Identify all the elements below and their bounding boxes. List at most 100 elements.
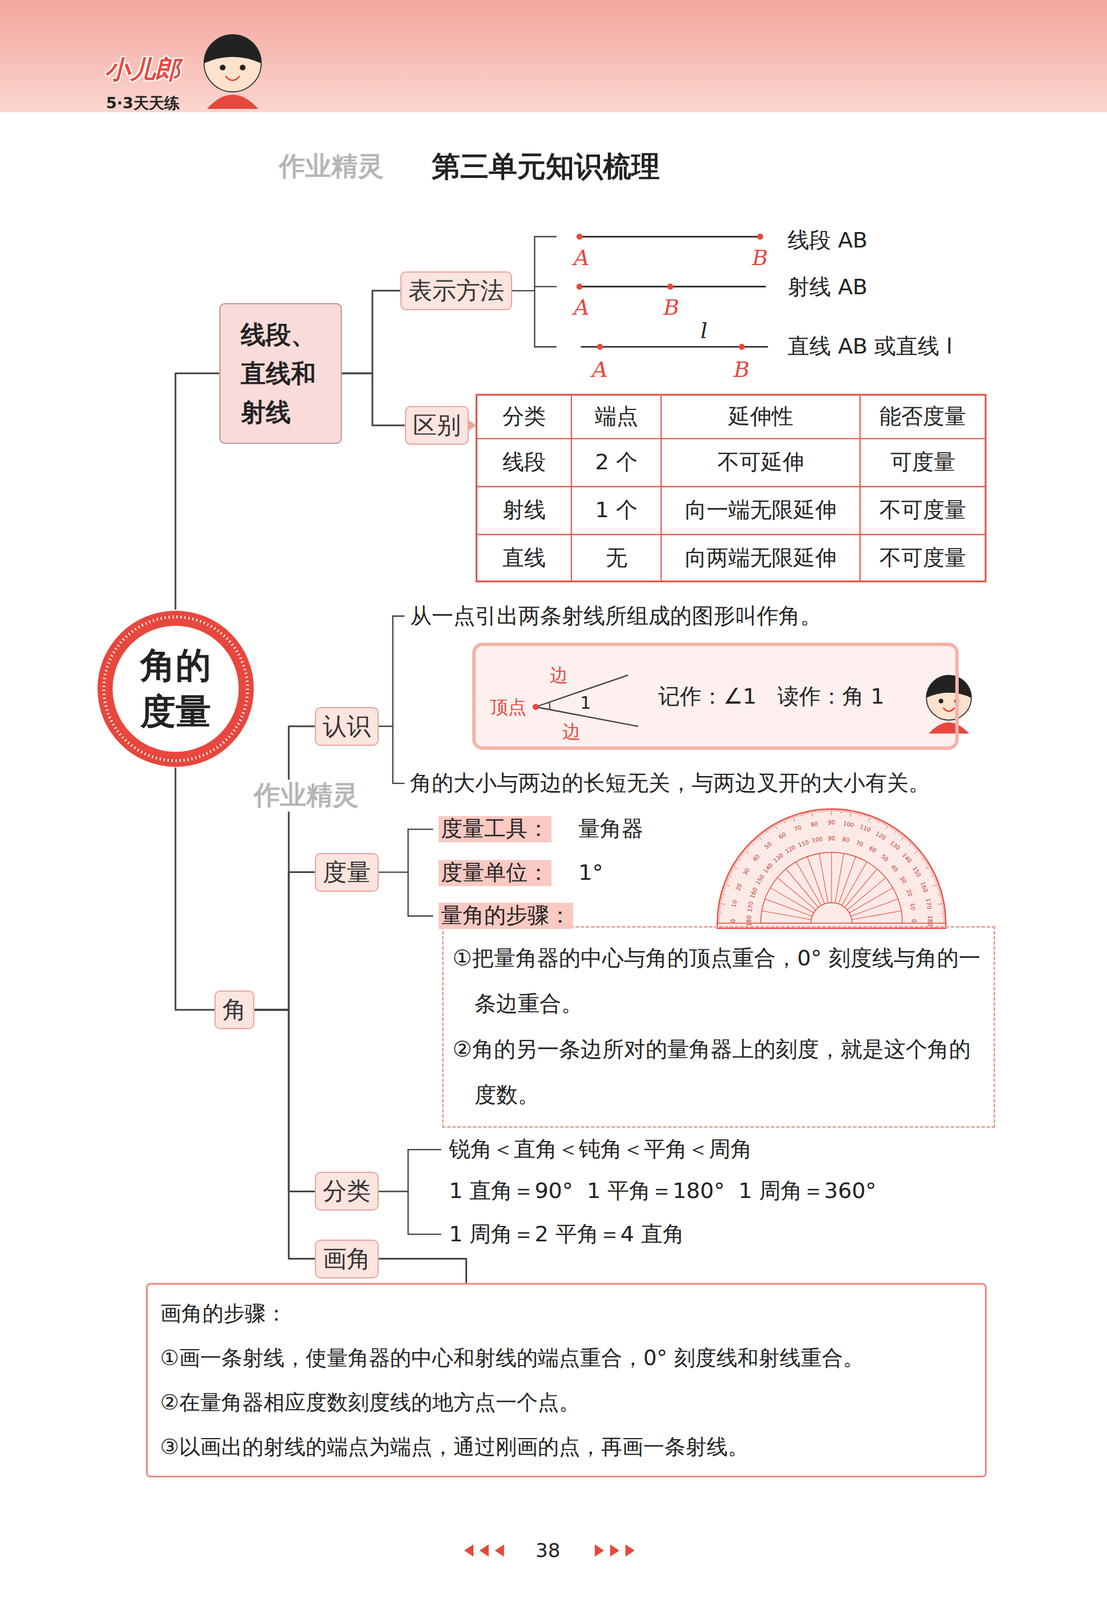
table-rule bbox=[859, 394, 861, 582]
branch-tag: 区别 bbox=[404, 406, 469, 445]
circle-shape bbox=[96, 609, 255, 768]
kid-icon bbox=[204, 34, 262, 109]
figure-caption: 射线 AB bbox=[787, 274, 868, 302]
table-frame bbox=[476, 394, 986, 582]
tree-connector bbox=[341, 373, 405, 426]
leader-line bbox=[392, 616, 394, 784]
table-cell: 不可延伸 bbox=[717, 449, 805, 476]
table-cell: 线段 bbox=[502, 449, 546, 476]
leader-line bbox=[408, 828, 433, 830]
point-label: A bbox=[591, 357, 608, 384]
angle-part: 边 bbox=[549, 664, 569, 687]
table-cell: 不可度量 bbox=[879, 497, 967, 525]
field-name: 度量单位： bbox=[438, 860, 552, 887]
point-label: B bbox=[734, 357, 750, 384]
scale-number: 10 bbox=[909, 902, 916, 911]
point-dot bbox=[667, 283, 674, 290]
topic-box: 线段、直线和射线 bbox=[219, 302, 342, 444]
node-text: 读作：角 1 bbox=[777, 682, 885, 712]
node-text: 区别 bbox=[412, 409, 461, 442]
page-title: 第三单元知识梳理 bbox=[431, 147, 660, 186]
art bbox=[0, 0, 1107, 1557]
point-dot bbox=[738, 343, 745, 351]
field-value: 1° bbox=[578, 860, 603, 887]
watermark: 作业精灵 bbox=[253, 780, 359, 812]
leader-line bbox=[408, 915, 433, 917]
table-rule bbox=[570, 394, 573, 582]
page-number: 38 bbox=[535, 1539, 561, 1563]
leader-line bbox=[408, 1149, 441, 1151]
leader-line bbox=[534, 236, 557, 238]
node-text: 线段、直线和射线 bbox=[240, 314, 322, 432]
nav-triangle bbox=[464, 1544, 474, 1557]
point-dot bbox=[756, 233, 764, 241]
table-cell: 1 个 bbox=[594, 497, 638, 525]
node-text: 角 bbox=[222, 994, 247, 1027]
table-cell: 向两端无限延伸 bbox=[684, 545, 837, 572]
node-text: ②在量角器相应度数刻度线的地方点一个点。 bbox=[160, 1380, 973, 1426]
kid-icon bbox=[926, 675, 972, 734]
leader-line bbox=[408, 1233, 441, 1235]
table-cell: 能否度量 bbox=[879, 403, 967, 431]
angle-arc bbox=[549, 702, 550, 711]
scale-number: 0 bbox=[910, 919, 917, 923]
node-text: ①画一条射线，使量角器的中心和射线的端点重合，0° 刻度线和射线重合。 bbox=[160, 1336, 973, 1381]
node-text: ②角的另一条边所对的量角器上的刻度，就是这个角的度数。 bbox=[452, 1027, 985, 1119]
table-rule bbox=[660, 394, 662, 582]
table-rule bbox=[476, 533, 986, 535]
branch-tag: 分类 bbox=[314, 1172, 379, 1211]
tree-connector bbox=[378, 1259, 466, 1284]
tree-connector bbox=[175, 767, 216, 1011]
field-value: 量角器 bbox=[578, 816, 644, 843]
node-text: 表示方法 bbox=[408, 274, 505, 307]
note-text: 1 直角＝90° 1 平角＝180° 1 周角＝360° bbox=[448, 1178, 877, 1206]
point-dot bbox=[597, 343, 604, 351]
leader-line bbox=[533, 236, 535, 347]
node-text: ①把量角器的中心与角的顶点重合，0° 刻度线与角的一条边重合。 bbox=[452, 935, 985, 1028]
node-text: 画角 bbox=[322, 1243, 371, 1276]
nav-triangle bbox=[495, 1544, 505, 1557]
note-text: 从一点引出两条射线所组成的图形叫作角。 bbox=[410, 603, 822, 630]
branch-tag: 度量 bbox=[314, 853, 379, 892]
nav-triangle bbox=[610, 1544, 620, 1557]
table-cell: 直线 bbox=[502, 545, 546, 572]
table-cell: 延伸性 bbox=[728, 403, 794, 431]
branch-tag: 表示方法 bbox=[400, 271, 513, 311]
angle-part: 边 bbox=[562, 720, 581, 742]
segment-line bbox=[579, 236, 761, 238]
angle-number: 1 bbox=[580, 692, 591, 714]
logo-text: 小儿郎 bbox=[104, 54, 181, 85]
note-text: 锐角＜直角＜钝角＜平角＜周角 bbox=[448, 1136, 753, 1163]
note-text: 角的大小与两边的长短无关，与两边叉开的大小有关。 bbox=[410, 770, 931, 797]
nav-triangle bbox=[479, 1544, 489, 1557]
watermark: 作业精灵 bbox=[278, 150, 384, 182]
figure-caption: 线段 AB bbox=[787, 227, 868, 254]
tree-connector bbox=[254, 726, 315, 1011]
table-cell: 向一端无限延伸 bbox=[684, 497, 837, 525]
angle-part: 顶点 bbox=[489, 696, 527, 719]
point-label: B bbox=[663, 294, 680, 322]
node-text: 度量 bbox=[322, 856, 371, 889]
node-text: 分类 bbox=[322, 1175, 371, 1208]
line-name: l bbox=[700, 318, 708, 346]
tree-connector bbox=[254, 872, 315, 1011]
leader-line bbox=[534, 286, 557, 288]
field-name: 度量工具： bbox=[438, 816, 552, 843]
node-text: ③以画出的射线的端点为端点，通过刚画的点，再画一条射线。 bbox=[160, 1425, 973, 1470]
table-cell: 2 个 bbox=[594, 449, 638, 476]
tree-connector bbox=[341, 290, 400, 374]
node-text: 角的度量 bbox=[138, 642, 213, 735]
table-cell: 不可度量 bbox=[879, 545, 967, 572]
brand-text: 5·3天天练 bbox=[106, 93, 180, 112]
tree-connector bbox=[254, 1010, 315, 1260]
scale-number: 80 bbox=[810, 821, 819, 829]
leader-line bbox=[534, 346, 557, 348]
point-dot bbox=[576, 233, 583, 241]
branch-tag: 画角 bbox=[314, 1239, 379, 1279]
node-text: 认识 bbox=[322, 710, 371, 743]
table-cell: 可度量 bbox=[890, 449, 956, 476]
point-label: A bbox=[573, 245, 590, 272]
scale-number: 180 bbox=[746, 915, 753, 927]
steps-box: 画角的步骤：①画一条射线，使量角器的中心和射线的端点重合，0° 刻度线和射线重合… bbox=[146, 1283, 987, 1478]
point-dot bbox=[532, 703, 539, 711]
